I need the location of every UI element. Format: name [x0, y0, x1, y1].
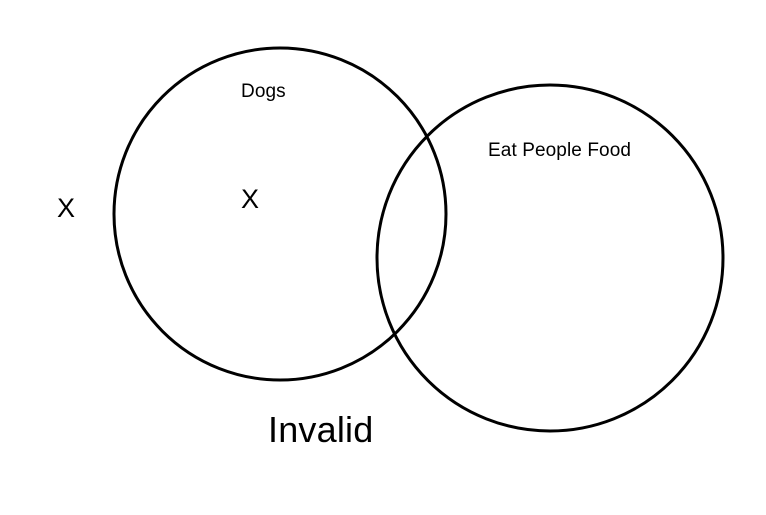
- element-marker-dogs-only: X: [241, 184, 260, 214]
- set-label-eat-people-food: Eat People Food: [488, 140, 632, 161]
- caption-verdict: Invalid: [268, 409, 374, 450]
- element-marker-outside: X: [57, 193, 76, 223]
- circle-eat-people-food: [375, 83, 725, 433]
- set-label-dogs: Dogs: [241, 81, 286, 102]
- circle-dogs: [112, 46, 448, 382]
